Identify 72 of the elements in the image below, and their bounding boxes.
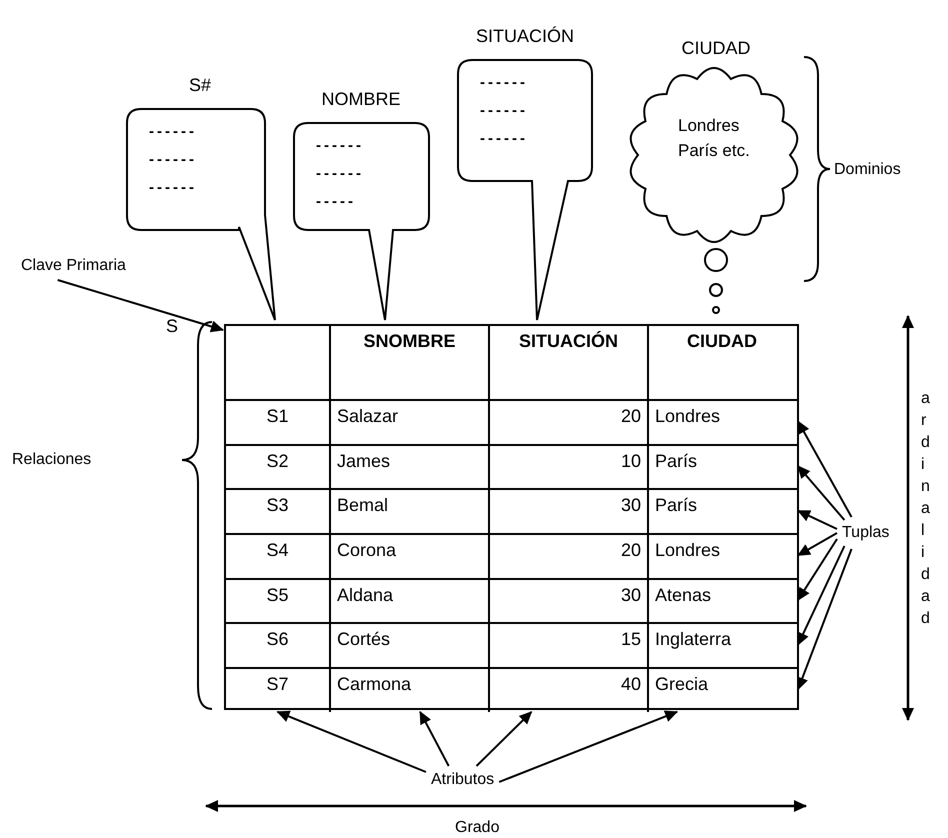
supplier-name: Cortés <box>329 624 488 668</box>
placeholder-text: ------ <box>149 179 197 197</box>
column-heading: S# <box>188 75 212 95</box>
placeholder-text: ------ <box>316 137 364 155</box>
supplier-name: Bemal <box>329 490 488 534</box>
status-value: 20 <box>488 401 647 444</box>
arrow <box>419 710 450 766</box>
city-name: París <box>647 490 795 534</box>
supplier-id: S7 <box>265 673 290 696</box>
placeholder-text: ------ <box>480 130 528 148</box>
status-value: 40 <box>488 669 647 712</box>
status-value: 20 <box>488 535 647 578</box>
placeholder-text: ------ <box>480 74 528 92</box>
annotation-text: Clave Primaria <box>21 256 126 276</box>
status-value: 30 <box>488 580 647 622</box>
arrow <box>797 538 838 601</box>
placeholder-text: ----- <box>316 193 356 211</box>
annotation-text: Tuplas <box>842 523 890 543</box>
table-row <box>226 488 797 534</box>
annotation-text: Grado <box>455 818 500 838</box>
placeholder-text: ------ <box>149 151 197 169</box>
status-value: 10 <box>488 446 647 488</box>
placeholder-text: ------ <box>480 102 528 120</box>
annotation-text: Dominios <box>834 160 901 180</box>
arrow <box>476 711 532 767</box>
city-name: Atenas <box>647 580 795 622</box>
city-name: Londres <box>647 401 795 444</box>
supplier-name: Carmona <box>329 669 488 712</box>
placeholder-text: ------ <box>149 123 197 141</box>
arrow <box>797 532 838 556</box>
arrow <box>797 420 852 518</box>
column-heading: NOMBRE <box>320 89 402 109</box>
table-row <box>226 622 797 668</box>
placeholder-text: ------ <box>316 165 364 183</box>
supplier-name: James <box>329 446 488 488</box>
column-header: SITUACIÓN <box>488 326 647 399</box>
arrow <box>797 510 838 530</box>
annotation-text: Relaciones <box>12 450 92 470</box>
city-name: París <box>647 446 795 488</box>
domain-values: Londres París etc. <box>678 115 751 162</box>
table-row <box>226 444 797 488</box>
table-row <box>226 667 797 712</box>
table-row <box>226 399 797 444</box>
supplier-name: Corona <box>329 535 488 578</box>
column-heading: SITUACIÓN <box>474 26 575 46</box>
supplier-name: Aldana <box>329 580 488 622</box>
city-name: Londres <box>647 535 795 578</box>
column-heading: CIUDAD <box>680 38 752 58</box>
column-header: CIUDAD <box>647 326 795 399</box>
annotation-text: Atributos <box>431 770 494 790</box>
supplier-id: S2 <box>265 450 290 473</box>
relation-name: S <box>166 316 178 336</box>
vertical-text: ardinalidad <box>921 389 936 629</box>
arrow <box>797 546 846 646</box>
supplier-id: S4 <box>265 539 290 562</box>
city-name: Grecia <box>647 669 795 712</box>
table-row <box>226 578 797 622</box>
arrow <box>498 710 678 783</box>
status-value: 30 <box>488 490 647 534</box>
supplier-name: Salazar <box>329 401 488 444</box>
supplier-id: S5 <box>265 584 290 607</box>
supplier-id: S6 <box>265 628 290 652</box>
supplier-id: S1 <box>265 405 290 428</box>
supplier-id: S3 <box>265 494 290 518</box>
table-row <box>226 533 797 578</box>
arrow <box>797 465 846 521</box>
city-name: Inglaterra <box>647 624 795 668</box>
arrow <box>57 279 224 332</box>
column-header: SNOMBRE <box>329 326 488 399</box>
arrow <box>276 710 426 773</box>
status-value: 15 <box>488 624 647 668</box>
data-table <box>224 324 799 710</box>
